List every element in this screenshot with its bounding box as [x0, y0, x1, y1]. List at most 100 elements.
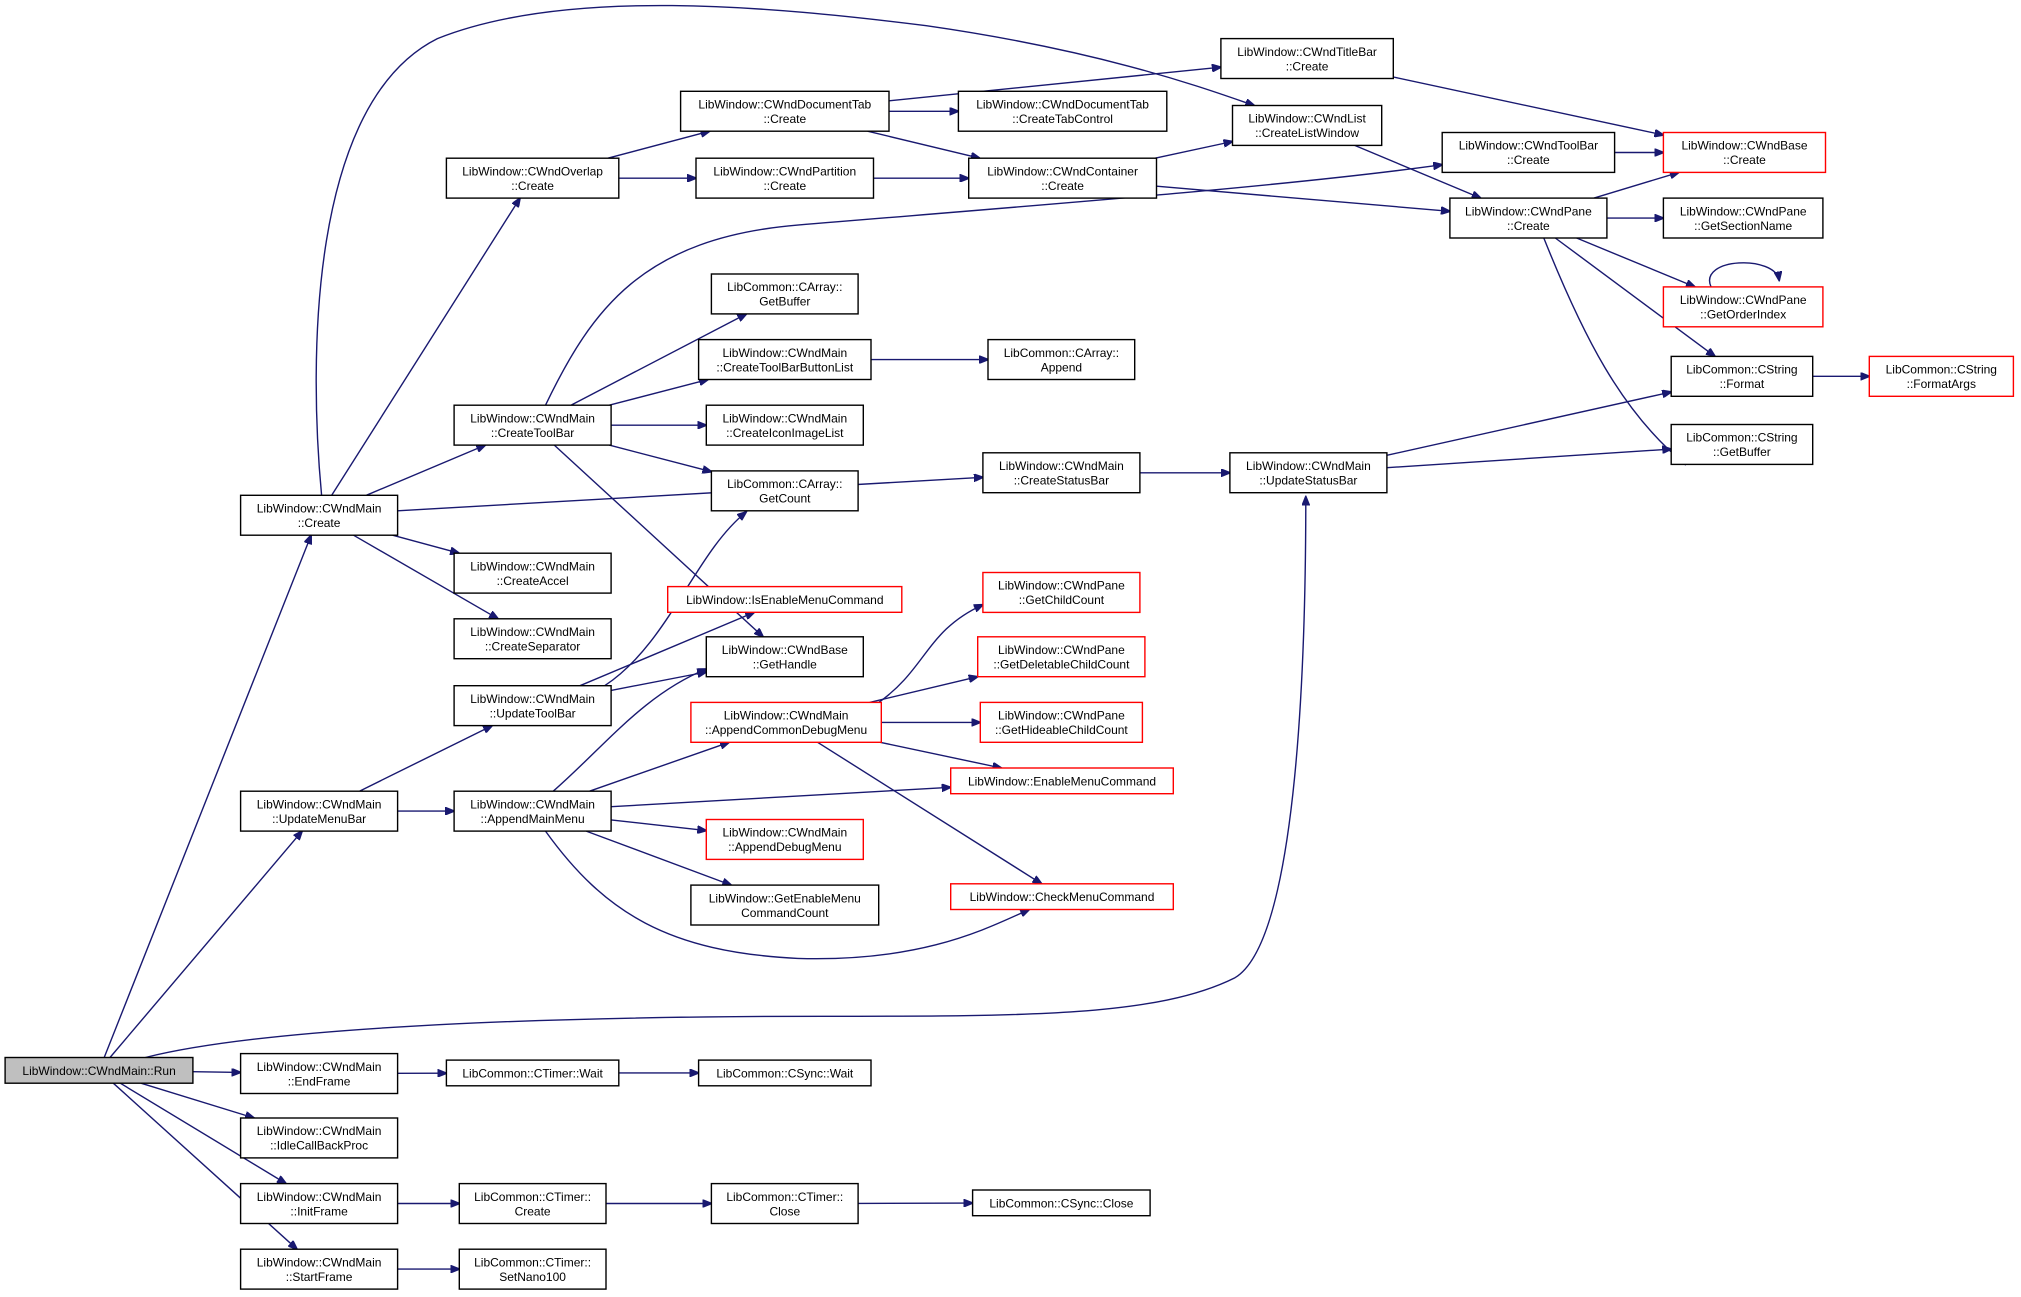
node-pane-getsectionname[interactable]: LibWindow::CWndPane::GetSectionName	[1662, 197, 1824, 239]
call-edges	[103, 4, 1869, 1270]
node-enablemenucmd[interactable]: LibWindow::EnableMenuCommand	[950, 767, 1175, 795]
node-label: ::CreateToolBarButtonList	[716, 360, 853, 374]
node-box	[705, 636, 864, 678]
node-pane-getchildcount[interactable]: LibWindow::CWndPane::GetChildCount	[982, 571, 1141, 614]
call-edge-appendmainmenu-to-checkmenucmd	[544, 830, 1030, 960]
node-idlecallback[interactable]: LibWindow::CWndMain::IdleCallBackProc	[239, 1117, 399, 1159]
call-edge-appendmainmenu-to-appendcommondebug	[589, 742, 730, 792]
call-edge-overlap_create-to-doctab_create	[607, 131, 710, 159]
node-box	[1868, 355, 2015, 397]
node-appendcommondebug[interactable]: LibWindow::CWndMain::AppendCommonDebugMe…	[690, 701, 883, 744]
node-updatetoolbar[interactable]: LibWindow::CWndMain::UpdateToolBar	[453, 685, 612, 727]
node-doctab-create[interactable]: LibWindow::CWndDocumentTab::Create	[679, 90, 890, 132]
node-createtoolbarbtnlist[interactable]: LibWindow::CWndMain::CreateToolBarButton…	[697, 338, 872, 381]
node-carray-getbuffer[interactable]: LibCommon::CArray::GetBuffer	[710, 273, 859, 315]
call-edge-pane_create-to-cwndbase_create	[1593, 172, 1679, 199]
node-label: LibWindow::CWndMain	[257, 1255, 382, 1269]
node-label: ::StartFrame	[286, 1270, 353, 1284]
node-titlebar-create[interactable]: LibWindow::CWndTitleBar::Create	[1220, 37, 1395, 80]
node-toolbar-create[interactable]: LibWindow::CWndToolBar::Create	[1441, 131, 1616, 174]
node-label: LibWindow::EnableMenuCommand	[968, 774, 1156, 788]
node-csync-close[interactable]: LibCommon::CSync::Close	[971, 1189, 1151, 1217]
node-doctab-createtabctrl[interactable]: LibWindow::CWndDocumentTab::CreateTabCon…	[957, 90, 1168, 132]
call-edge-create_main-to-overlap_create	[331, 198, 520, 496]
node-ctimer-wait[interactable]: LibCommon::CTimer::Wait	[445, 1059, 620, 1087]
node-box	[987, 338, 1136, 381]
node-box	[968, 157, 1158, 199]
node-box	[239, 790, 399, 832]
node-label: ::UpdateMenuBar	[272, 812, 366, 826]
call-edge-run-to-idlecallback	[140, 1082, 254, 1118]
call-edge-appendmainmenu-to-appenddebugmenu	[611, 819, 706, 831]
node-label: Close	[769, 1204, 800, 1218]
node-box	[453, 618, 612, 660]
node-cstring-format[interactable]: LibCommon::CString::Format	[1670, 355, 1814, 397]
node-label: Append	[1041, 360, 1082, 374]
node-cstring-formatargs[interactable]: LibCommon::CString::FormatArgs	[1868, 355, 2015, 397]
node-label: CommandCount	[741, 906, 829, 920]
node-overlap-create[interactable]: LibWindow::CWndOverlap::Create	[445, 157, 620, 199]
call-edge-create_main-to-createaccel	[392, 534, 460, 553]
node-createiconimagelist[interactable]: LibWindow::CWndMain::CreateIconImageList	[705, 404, 864, 446]
node-ctimer-close[interactable]: LibCommon::CTimer::Close	[710, 1182, 859, 1225]
node-box	[705, 404, 864, 446]
node-box	[697, 338, 872, 381]
node-run[interactable]: LibWindow::CWndMain::Run	[4, 1056, 194, 1084]
node-updatemenubar[interactable]: LibWindow::CWndMain::UpdateMenuBar	[239, 790, 399, 832]
node-pane-getorderindex[interactable]: LibWindow::CWndPane::GetOrderIndex	[1662, 286, 1824, 328]
node-updatestatusbar[interactable]: LibWindow::CWndMain::UpdateStatusBar	[1229, 452, 1388, 494]
node-pane-getdeletable[interactable]: LibWindow::CWndPane::GetDeletableChildCo…	[977, 636, 1146, 678]
node-ctimer-setnano[interactable]: LibCommon::CTimer::SetNano100	[458, 1248, 607, 1290]
node-box	[982, 452, 1141, 494]
node-csync-wait[interactable]: LibCommon::CSync::Wait	[697, 1059, 872, 1087]
node-box	[710, 273, 859, 315]
node-label: ::GetChildCount	[1019, 593, 1105, 607]
node-label: LibWindow::CWndMain	[722, 346, 847, 360]
node-label: GetCount	[759, 492, 811, 506]
call-edge-appendcommondebug-to-enablemenucmd	[879, 741, 1001, 768]
node-box	[1662, 286, 1824, 328]
node-createaccel[interactable]: LibWindow::CWndMain::CreateAccel	[453, 552, 612, 594]
node-createstatusbar[interactable]: LibWindow::CWndMain::CreateStatusBar	[982, 452, 1141, 494]
node-isenablemenucmd[interactable]: LibWindow::IsEnableMenuCommand	[667, 585, 903, 613]
node-startframe[interactable]: LibWindow::CWndMain::StartFrame	[239, 1248, 399, 1290]
call-edge-appendcommondebug-to-pane_getchildcount	[878, 605, 983, 703]
node-label: LibWindow::CWndMain	[257, 797, 382, 811]
node-label: LibWindow::CWndMain::Run	[22, 1064, 175, 1078]
node-label: LibWindow::CWndMain	[257, 1190, 382, 1204]
node-endframe[interactable]: LibWindow::CWndMain::EndFrame	[239, 1052, 399, 1095]
node-box	[445, 1059, 620, 1087]
node-ctimer-create[interactable]: LibCommon::CTimer::Create	[458, 1182, 607, 1225]
node-checkmenucmd[interactable]: LibWindow::CheckMenuCommand	[950, 883, 1175, 911]
node-list-createlistwindow[interactable]: LibWindow::CWndList::CreateListWindow	[1231, 104, 1383, 147]
node-label: LibCommon::CTimer::	[726, 1190, 843, 1204]
node-label: ::CreateStatusBar	[1014, 474, 1109, 488]
node-box	[4, 1056, 194, 1084]
node-cstring-getbuffer[interactable]: LibCommon::CString::GetBuffer	[1670, 423, 1814, 466]
call-edge-appendmainmenu-to-cwndbase_gethandle	[552, 669, 706, 792]
node-createseparator[interactable]: LibWindow::CWndMain::CreateSeparator	[453, 618, 612, 660]
node-cwndbase-gethandle[interactable]: LibWindow::CWndBase::GetHandle	[705, 636, 864, 678]
node-partition-create[interactable]: LibWindow::CWndPartition::Create	[695, 157, 875, 199]
node-box	[239, 1117, 399, 1159]
node-label: LibWindow::CWndMain	[257, 1060, 382, 1074]
node-label: LibWindow::CWndMain	[470, 411, 595, 425]
node-label: LibWindow::CWndMain	[722, 411, 847, 425]
node-create-main[interactable]: LibWindow::CWndMain::Create	[239, 494, 399, 536]
node-carray-append[interactable]: LibCommon::CArray::Append	[987, 338, 1136, 381]
node-pane-create[interactable]: LibWindow::CWndPane::Create	[1449, 197, 1608, 239]
node-appendmainmenu[interactable]: LibWindow::CWndMain::AppendMainMenu	[453, 790, 612, 832]
node-pane-gethideable[interactable]: LibWindow::CWndPane::GetHideableChildCou…	[979, 701, 1144, 744]
node-createtoolbar[interactable]: LibWindow::CWndMain::CreateToolBar	[453, 404, 612, 446]
node-initframe[interactable]: LibWindow::CWndMain::InitFrame	[239, 1182, 399, 1225]
node-label: ::EndFrame	[288, 1074, 351, 1088]
call-edge-createtoolbar-to-toolbar_create	[544, 165, 1443, 406]
node-carray-getcount[interactable]: LibCommon::CArray::GetCount	[710, 470, 859, 512]
node-cwndbase-create[interactable]: LibWindow::CWndBase::Create	[1662, 131, 1827, 174]
node-label: LibWindow::CWndPane	[1680, 204, 1807, 218]
node-appenddebugmenu[interactable]: LibWindow::CWndMain::AppendDebugMenu	[705, 818, 864, 861]
node-label: ::AppendDebugMenu	[728, 840, 841, 854]
node-container-create[interactable]: LibWindow::CWndContainer::Create	[968, 157, 1158, 199]
